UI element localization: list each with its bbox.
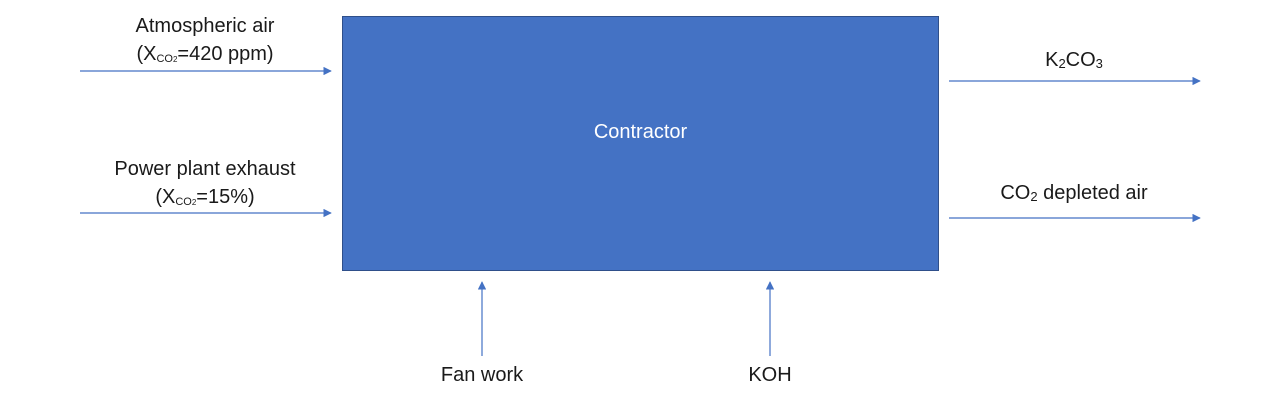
contractor-box: Contractor (342, 16, 939, 271)
koh-label: KOH (748, 364, 792, 386)
contractor-label: Contractor (593, 121, 688, 143)
fan-work-label: Fan work (440, 364, 524, 386)
power-plant-exhaust-name: Power plant exhaust (114, 158, 296, 180)
power-plant-exhaust-label: Power plant exhaust (XCO2=15%) (85, 155, 325, 217)
co2-depleted-air-label: CO2 depleted air (1000, 182, 1148, 204)
atmospheric-air-label: Atmospheric air (XCO2=420 ppm) (85, 12, 325, 74)
atmospheric-air-name: Atmospheric air (135, 15, 275, 37)
power-plant-exhaust-concentration: (XCO2=15%) (155, 186, 255, 208)
atmospheric-air-concentration: (XCO2=420 ppm) (136, 43, 274, 65)
k2co3-label: K2CO3 (1045, 49, 1103, 71)
